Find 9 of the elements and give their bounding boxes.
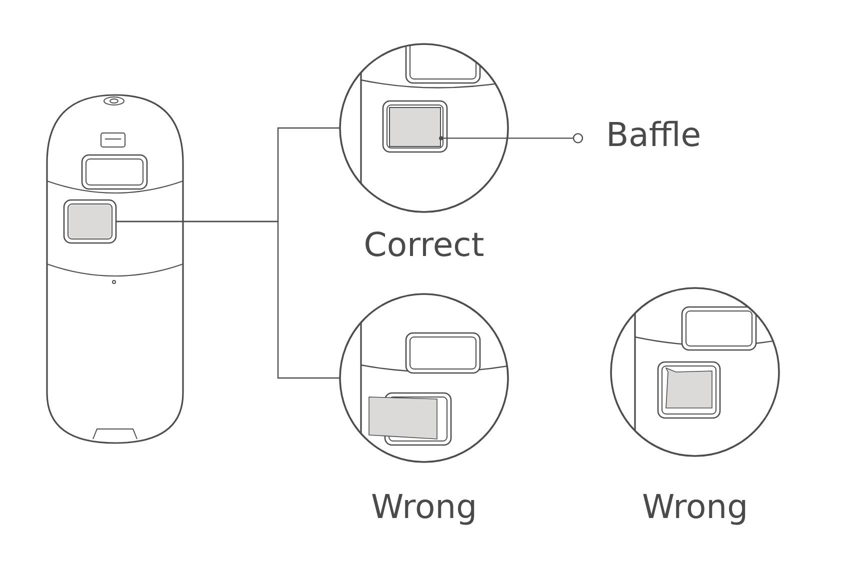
connector-line [116, 220, 340, 379]
result-caption: Wrong [370, 487, 478, 526]
device-drawing [45, 93, 185, 445]
result-caption: Correct [364, 225, 484, 264]
baffle-window [64, 200, 116, 243]
leader-line [439, 133, 584, 144]
part-label: Baffle [606, 115, 702, 154]
result-caption: Wrong [642, 487, 748, 526]
baffle-part [389, 107, 441, 147]
